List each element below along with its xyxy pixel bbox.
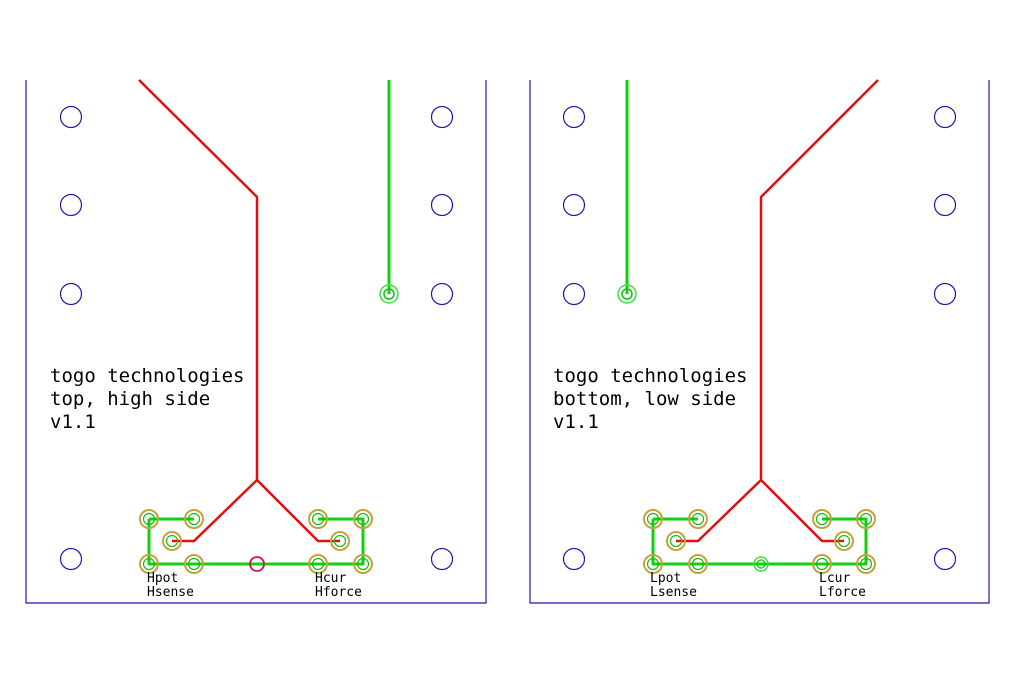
- mounting-hole: [933, 105, 957, 129]
- board-title-line-2: bottom, low side: [553, 388, 736, 410]
- board-outline: [25, 80, 487, 604]
- mounting-hole: [430, 105, 454, 129]
- red-trace-left-branch: [676, 479, 762, 543]
- label-lcur: Lcur: [819, 571, 850, 586]
- label-lpot: Lpot: [650, 571, 681, 586]
- mounting-hole: [933, 547, 957, 571]
- label-lforce: Lforce: [819, 585, 866, 600]
- board-title-line-1: togo technologies: [553, 365, 747, 387]
- green-traces: [147, 80, 391, 566]
- pad: [330, 531, 350, 551]
- pad: [856, 509, 876, 529]
- red-traces: [676, 79, 879, 543]
- red-trace-right-branch: [256, 479, 340, 543]
- board-version: v1.1: [50, 411, 96, 433]
- mounting-hole: [430, 282, 454, 306]
- green-trace-loop: [147, 517, 365, 566]
- label-lsense: Lsense: [650, 585, 697, 600]
- mounting-hole: [562, 282, 586, 306]
- pad: [688, 554, 708, 574]
- mounting-hole: [430, 547, 454, 571]
- label-hpot: Hpot: [147, 571, 178, 586]
- board-title-line-2: top, high side: [50, 388, 210, 410]
- pad: [184, 554, 204, 574]
- via-green: [379, 284, 399, 304]
- pad: [353, 509, 373, 529]
- board-top-high-side: togo technologies top, high side v1.1 Hp…: [25, 79, 487, 604]
- pad: [184, 509, 204, 529]
- pad: [139, 509, 159, 529]
- pad: [643, 554, 663, 574]
- red-trace-main: [138, 79, 259, 480]
- via-green: [617, 284, 637, 304]
- mounting-holes: [59, 105, 454, 571]
- via-red: [249, 556, 265, 572]
- pad: [856, 554, 876, 574]
- mounting-hole: [562, 547, 586, 571]
- pad: [688, 509, 708, 529]
- connector-pads: [139, 509, 373, 574]
- mounting-hole: [59, 547, 83, 571]
- pad: [834, 531, 854, 551]
- pad: [308, 509, 328, 529]
- mounting-hole: [562, 105, 586, 129]
- label-hcur: Hcur: [315, 571, 346, 586]
- pad: [353, 554, 373, 574]
- green-trace-loop: [651, 517, 868, 566]
- mounting-hole: [430, 193, 454, 217]
- green-traces: [625, 80, 868, 566]
- red-trace-left-branch: [172, 479, 258, 543]
- pad: [162, 531, 182, 551]
- mounting-holes: [562, 105, 957, 571]
- board-title-line-1: togo technologies: [50, 365, 244, 387]
- red-trace-main: [759, 79, 879, 480]
- board-outline: [529, 80, 990, 604]
- red-trace-right-branch: [760, 479, 844, 543]
- via-green-bottom: [753, 556, 769, 572]
- pad: [812, 554, 832, 574]
- mounting-hole: [562, 193, 586, 217]
- label-hforce: Hforce: [315, 585, 362, 600]
- pad: [666, 531, 686, 551]
- board-version: v1.1: [553, 411, 599, 433]
- pad: [812, 509, 832, 529]
- mounting-hole: [59, 105, 83, 129]
- pad: [139, 554, 159, 574]
- mounting-hole: [933, 193, 957, 217]
- label-hsense: Hsense: [147, 585, 194, 600]
- mounting-hole: [59, 282, 83, 306]
- mounting-hole: [59, 193, 83, 217]
- red-traces: [138, 79, 340, 543]
- board-bottom-low-side: togo technologies bottom, low side v1.1 …: [529, 79, 990, 604]
- pad: [308, 554, 328, 574]
- pad: [643, 509, 663, 529]
- connector-pads: [643, 509, 876, 574]
- mounting-hole: [933, 282, 957, 306]
